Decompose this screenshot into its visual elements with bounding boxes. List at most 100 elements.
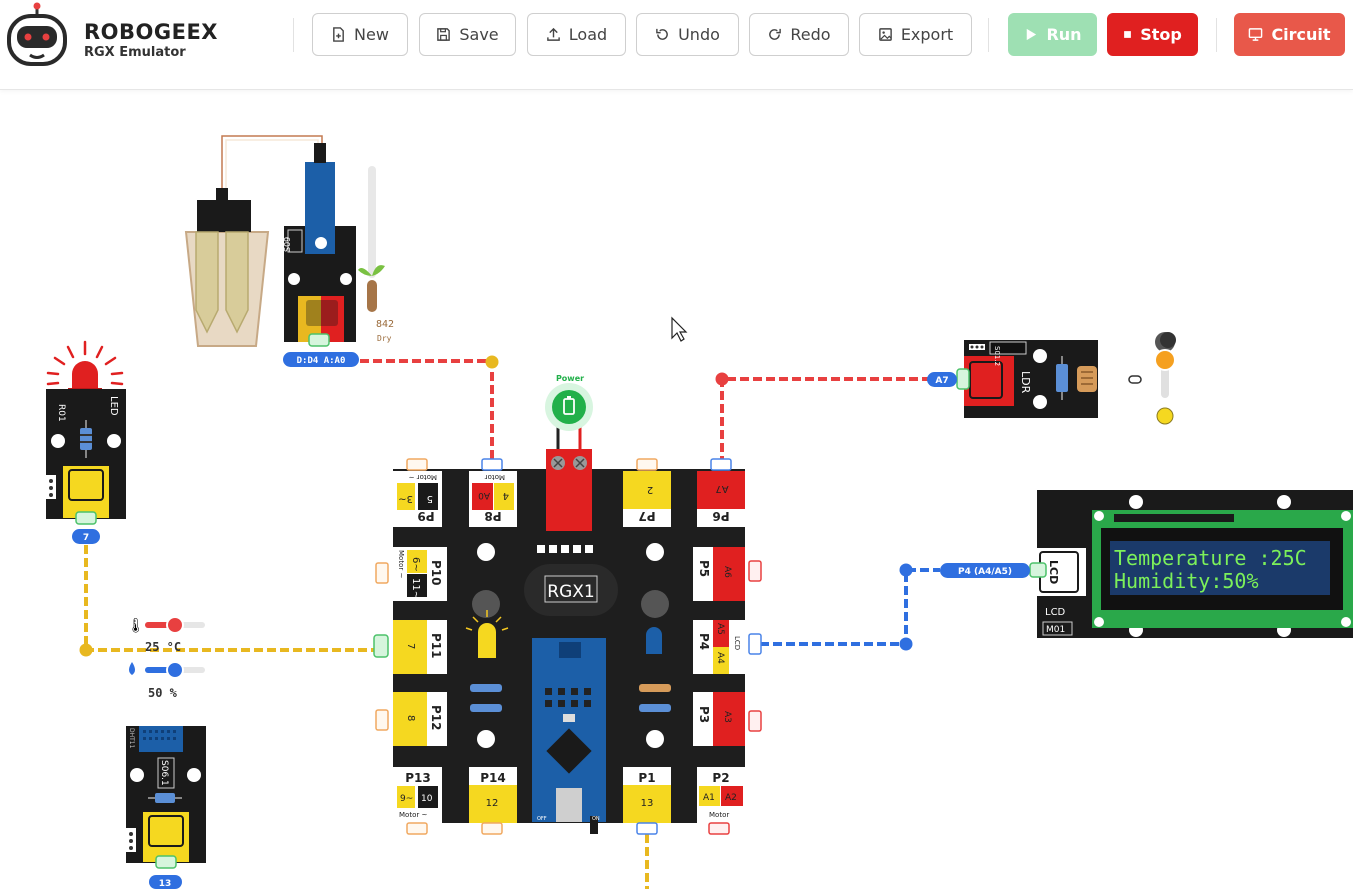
power-label: Power [556,374,584,383]
run-label: Run [1046,25,1082,44]
wire-lcd-p4[interactable] [760,563,940,651]
lcd-pin-label: P4 (A4/A5) [958,567,1012,577]
p4-b: A4 [715,652,725,664]
circuit-label: Circuit [1271,25,1331,44]
lcd-label: LCD [1047,560,1060,584]
p8-b: 4 [503,490,509,501]
soil-sensor-code: S09 [283,237,292,252]
export-label: Export [900,25,954,44]
p5-a: A6 [722,566,732,578]
wire-soil-p8[interactable] [360,355,499,466]
soil-moisture-sensor[interactable] [184,135,385,347]
p7-label: P7 [638,509,655,523]
undo-button[interactable]: Undo [636,13,739,56]
thermometer-icon: 🌡 [127,617,145,633]
port-p10[interactable] [393,547,447,601]
power-indicator[interactable] [552,390,586,424]
stop-button[interactable]: Stop [1107,13,1198,56]
port-p2[interactable] [697,767,745,823]
soil-pin-pill: D:D4 A:A0 [283,352,359,367]
new-button[interactable]: New [312,13,408,56]
port-p4[interactable] [693,620,745,674]
robot-logo-icon [7,2,67,66]
sun-icon [1156,407,1174,425]
connector-tabs[interactable] [373,458,762,835]
p14-a: 12 [486,798,499,809]
lcd-module[interactable] [1029,490,1353,638]
lcd-pin-pill: P4 (A4/A5) [940,563,1030,578]
new-label: New [354,25,389,44]
led-pin-label: 7 [83,533,89,543]
p1-label: P1 [638,771,655,785]
port-p3[interactable] [693,692,745,746]
port-p13[interactable] [393,767,442,823]
port-p12[interactable] [393,692,447,746]
stop-icon [1124,31,1132,38]
p8-label: P8 [484,509,501,523]
temperature-slider[interactable]: 🌡 [127,616,205,634]
lcd-line-2: Humidity:50% [1114,569,1259,593]
p10-b: 11~ [410,578,421,599]
p1-a: 13 [641,798,654,809]
p9-motor: Motor ~ [409,473,437,481]
p4-label: P4 [697,633,711,650]
port-p1[interactable] [623,767,671,823]
port-p14[interactable] [469,767,517,823]
port-p9[interactable] [393,471,442,527]
wire-ldr-p6[interactable] [715,372,956,466]
soil-state: Dry [377,334,392,343]
circuit-canvas[interactable]: 842 Dry S09 D:D4 A:A0 R01 LED 7 🌡 [0,91,1353,889]
redo-button[interactable]: Redo [749,13,849,56]
p8-a: A0 [478,490,490,500]
p8-motor: Motor [485,473,505,481]
run-button[interactable]: Run [1008,13,1097,56]
led-glow-icon [46,340,124,386]
port-p5[interactable] [693,547,745,601]
save-button[interactable]: Save [419,13,516,56]
lcd-line-1: Temperature :25C [1114,546,1307,570]
dht-pin-pill: 13 [149,875,182,889]
p2-a: A1 [703,793,715,803]
lcd-label-bottom: LCD [1045,607,1066,618]
port-p11[interactable] [393,620,447,674]
p13-b: 10 [421,794,433,804]
brand-subtitle: RGX Emulator [84,45,186,60]
port-p8[interactable] [469,471,517,527]
dht-sensor-module[interactable] [126,726,206,869]
redo-icon [769,28,782,40]
port-p6[interactable] [697,471,745,527]
toolbar-divider [1216,18,1217,52]
wire-led-p11[interactable] [79,545,381,657]
ldr-pin-pill: A7 [927,372,957,387]
undo-icon [656,28,668,40]
p5-label: P5 [697,560,711,577]
light-level-slider[interactable] [1128,332,1176,425]
p6-label: P6 [712,509,729,523]
load-button[interactable]: Load [527,13,626,56]
brand-name: ROBOGEEX [84,20,218,44]
humidity-slider[interactable] [129,661,205,679]
rgx1-board[interactable] [393,383,745,834]
link-icon [1128,375,1142,384]
ldr-module[interactable] [956,340,1098,418]
p2-b: A2 [725,793,737,803]
stop-label: Stop [1140,25,1182,44]
p14-label: P14 [480,771,506,785]
upload-icon [546,27,560,41]
toolbar-divider [293,18,294,52]
redo-label: Redo [790,25,831,44]
p3-a: A3 [722,711,732,723]
led-label: LED [108,396,119,416]
p4-a: A5 [715,623,725,635]
export-button[interactable]: Export [859,13,972,56]
led-module[interactable] [46,340,126,525]
p13-label: P13 [405,771,431,785]
ldr-code: S01.2 [993,346,1001,366]
ldr-pin-label: A7 [935,376,948,386]
ldr-label: LDR [1019,371,1032,394]
canvas-drawing: 842 Dry S09 D:D4 A:A0 R01 LED 7 🌡 [46,135,1353,889]
port-p7[interactable] [623,471,671,527]
soil-reading: 842 [376,319,394,330]
circuit-button[interactable]: Circuit [1234,13,1345,56]
p6-a: A7 [715,483,728,494]
